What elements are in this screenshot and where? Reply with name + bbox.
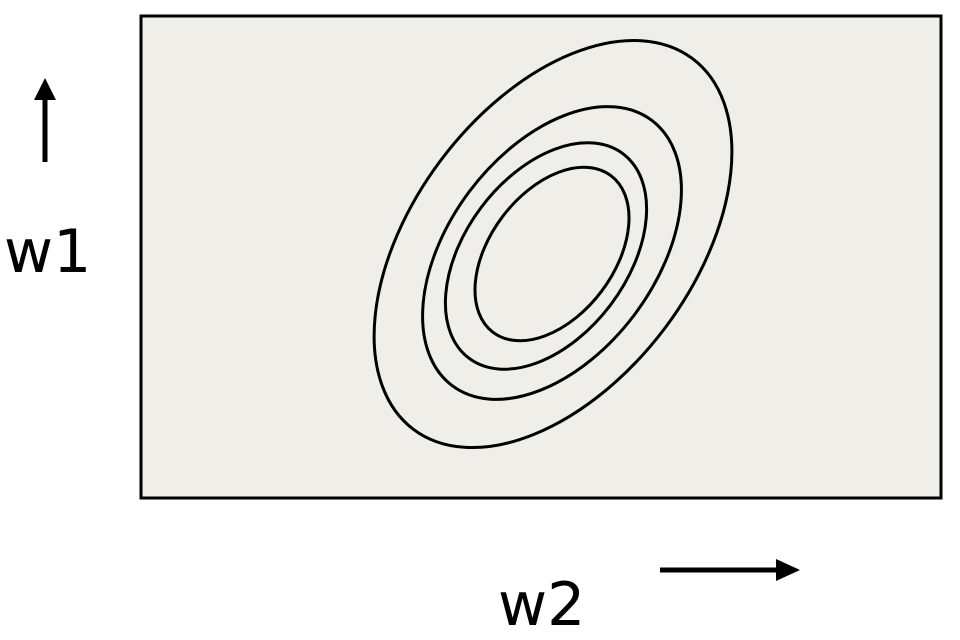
- contour-outer: [372, 38, 734, 450]
- x-axis-arrow: [660, 559, 800, 581]
- y-axis-arrow: [34, 78, 56, 162]
- contour-inner: [443, 141, 649, 371]
- y-axis-label: w1: [4, 217, 91, 287]
- contour-innermost: [473, 165, 631, 343]
- contour-lines: [372, 38, 734, 450]
- plot-panel: [139, 14, 943, 500]
- contour-middle: [421, 105, 683, 401]
- x-axis-label: w2: [498, 570, 585, 640]
